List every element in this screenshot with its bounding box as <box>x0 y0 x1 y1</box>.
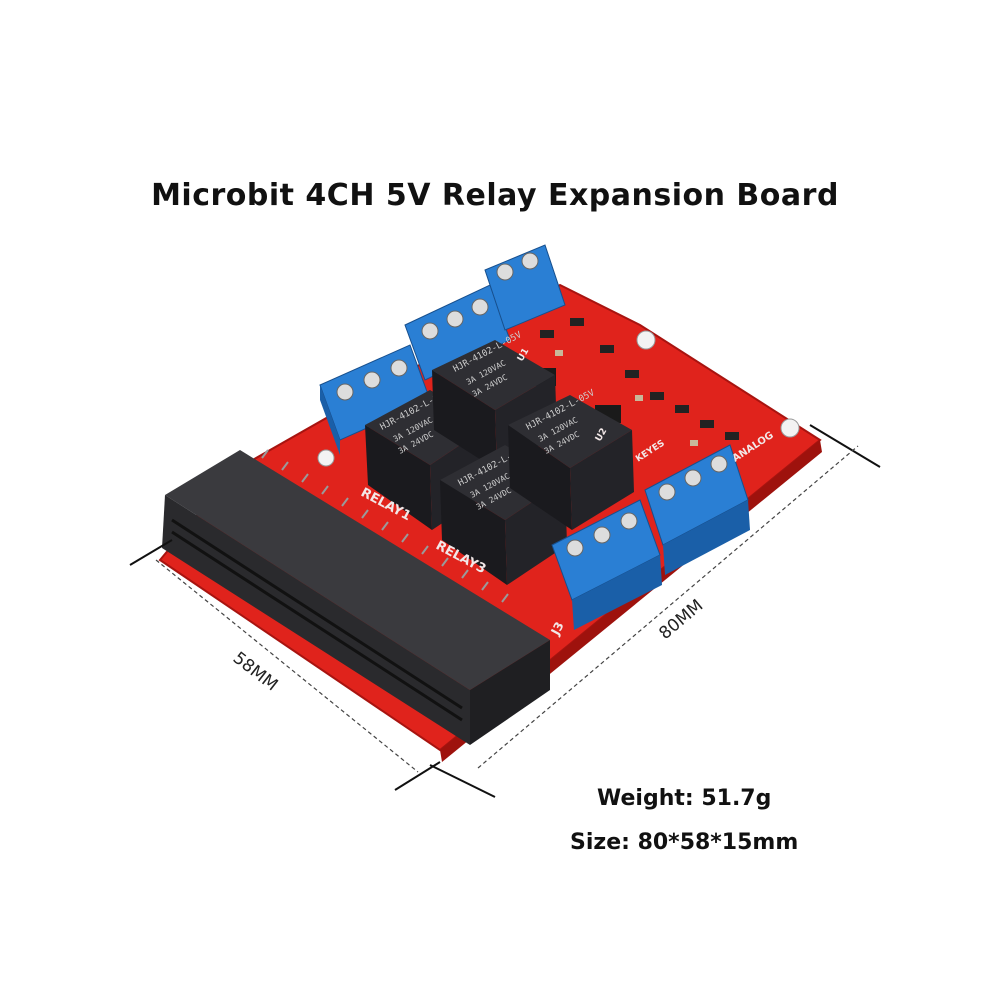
mounting-hole <box>780 418 800 438</box>
mounting-hole <box>636 330 656 350</box>
silkscreen-j3: J3 <box>548 620 567 639</box>
dimension-label-width: 58MM <box>229 648 281 695</box>
terminal-block-top <box>484 244 566 331</box>
page-title: Microbit 4CH 5V Relay Expansion Board <box>151 178 839 213</box>
terminal-block-top <box>404 284 511 381</box>
edge-connector <box>162 450 550 745</box>
size-spec: Size: 80*58*15mm <box>570 830 799 855</box>
terminal-block-front <box>551 499 662 630</box>
terminal-block-front <box>644 444 750 575</box>
terminal-block-top <box>319 344 431 455</box>
connector-pins <box>261 449 509 603</box>
weight-spec: Weight: 51.7g <box>597 786 772 811</box>
mounting-hole <box>317 449 335 467</box>
dimension-label-length: 80MM <box>655 596 707 644</box>
